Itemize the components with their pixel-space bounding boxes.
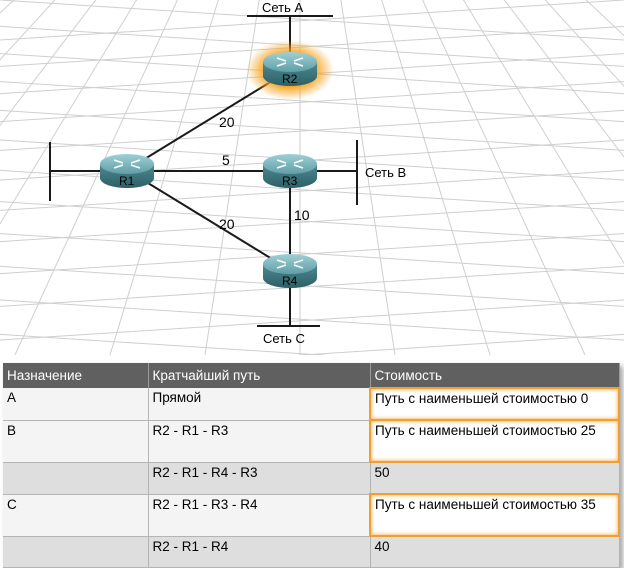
cost-label-r3-r4: 10 — [294, 207, 310, 223]
header-destination: Назначение — [3, 363, 149, 388]
cost-label-r1-r2: 20 — [219, 114, 235, 130]
cell-destination: B — [3, 420, 149, 463]
network-b-label: Сеть B — [365, 165, 406, 180]
cell-destination: C — [3, 494, 149, 537]
table-row: B R2 - R1 - R3 Путь с наименьшей стоимос… — [3, 419, 620, 463]
cell-cost: 50 — [370, 462, 620, 495]
router-r2-label: R2 — [282, 72, 298, 86]
cell-destination — [3, 462, 149, 495]
table-row: C R2 - R1 - R3 - R4 Путь с наименьшей ст… — [3, 493, 620, 537]
cell-cost-best: Путь с наименьшей стоимостью 25 — [369, 419, 620, 463]
network-topology-diagram: Сеть A Сеть B Сеть C 20 5 20 10 R2 R1 R3 — [0, 0, 624, 355]
header-shortest-path: Кратчайший путь — [148, 363, 371, 388]
network-c-label: Сеть C — [263, 331, 305, 346]
router-r3[interactable]: R3 — [263, 154, 317, 188]
router-r1[interactable]: R1 — [100, 154, 154, 188]
routing-cost-table: Назначение Кратчайший путь Стоимость A П… — [3, 363, 620, 568]
table-header-row: Назначение Кратчайший путь Стоимость — [3, 363, 620, 388]
cost-label-r1-r3: 5 — [222, 152, 230, 168]
router-r4[interactable]: R4 — [263, 254, 317, 288]
cell-path: R2 - R1 - R4 - R3 — [148, 462, 371, 495]
header-cost: Стоимость — [370, 363, 620, 388]
router-r1-label: R1 — [119, 174, 135, 188]
cell-cost-best: Путь с наименьшей стоимостью 0 — [369, 387, 620, 421]
network-a-label: Сеть A — [262, 0, 304, 15]
router-r3-label: R3 — [282, 174, 298, 188]
table-row: R2 - R1 - R4 - R3 50 — [3, 462, 620, 495]
cost-label-r1-r4: 20 — [219, 216, 235, 232]
cell-path: Прямой — [148, 388, 371, 421]
cell-path: R2 - R1 - R3 — [148, 420, 371, 463]
table-row: A Прямой Путь с наименьшей стоимостью 0 — [3, 387, 620, 421]
router-r2[interactable]: R2 — [246, 40, 334, 100]
cell-path: R2 - R1 - R3 - R4 — [148, 494, 371, 537]
cell-cost-best: Путь с наименьшей стоимостью 35 — [369, 493, 620, 537]
cell-destination: A — [3, 388, 149, 421]
link-r1-r4 — [129, 171, 291, 271]
router-r4-label: R4 — [282, 274, 298, 288]
